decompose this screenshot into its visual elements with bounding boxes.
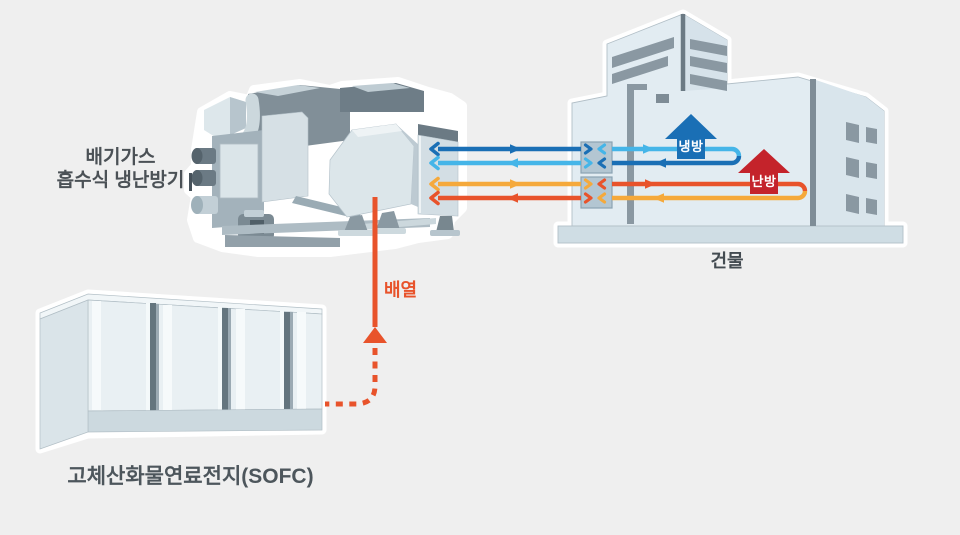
chiller-illustration	[184, 77, 467, 257]
building-illustration	[553, 9, 908, 248]
chiller-label-line2: 흡수식 냉난방기	[56, 170, 185, 192]
sofc-panel-separators	[146, 303, 293, 411]
chiller-hopper	[328, 123, 421, 218]
heating-loop-pipes	[429, 176, 808, 206]
heating-arrow-icon	[738, 149, 790, 194]
heat-exchanger-icon	[583, 178, 607, 204]
facade-corner-line	[810, 79, 816, 226]
chiller-connection-box	[417, 124, 459, 217]
building-label: 건물	[710, 251, 744, 271]
chiller-legs	[338, 211, 460, 236]
heating-badge-label: 난방	[751, 174, 777, 189]
waste-heat-arrow-icon	[325, 197, 387, 407]
chiller-pipe-stubs	[191, 148, 218, 214]
cooling-loop-pipes	[429, 141, 742, 171]
rooftop-antenna-bar	[627, 84, 647, 90]
chiller-label-line1: 배기가스	[85, 147, 156, 168]
sofc-illustration	[35, 289, 327, 454]
building-windows	[846, 122, 877, 215]
cooling-badge-label: 냉방	[678, 139, 704, 154]
sofc-label: 고체산화물연료전지(SOFC)	[67, 465, 314, 488]
tower-window-stripes	[612, 37, 727, 91]
chiller-label: 배기가스 흡수식 냉난방기	[28, 146, 213, 192]
facade-pole	[627, 84, 634, 224]
heat-exchanger-icon	[583, 143, 607, 169]
cooling-arrow-icon	[665, 114, 717, 159]
waste-heat-label: 배열	[384, 280, 418, 300]
